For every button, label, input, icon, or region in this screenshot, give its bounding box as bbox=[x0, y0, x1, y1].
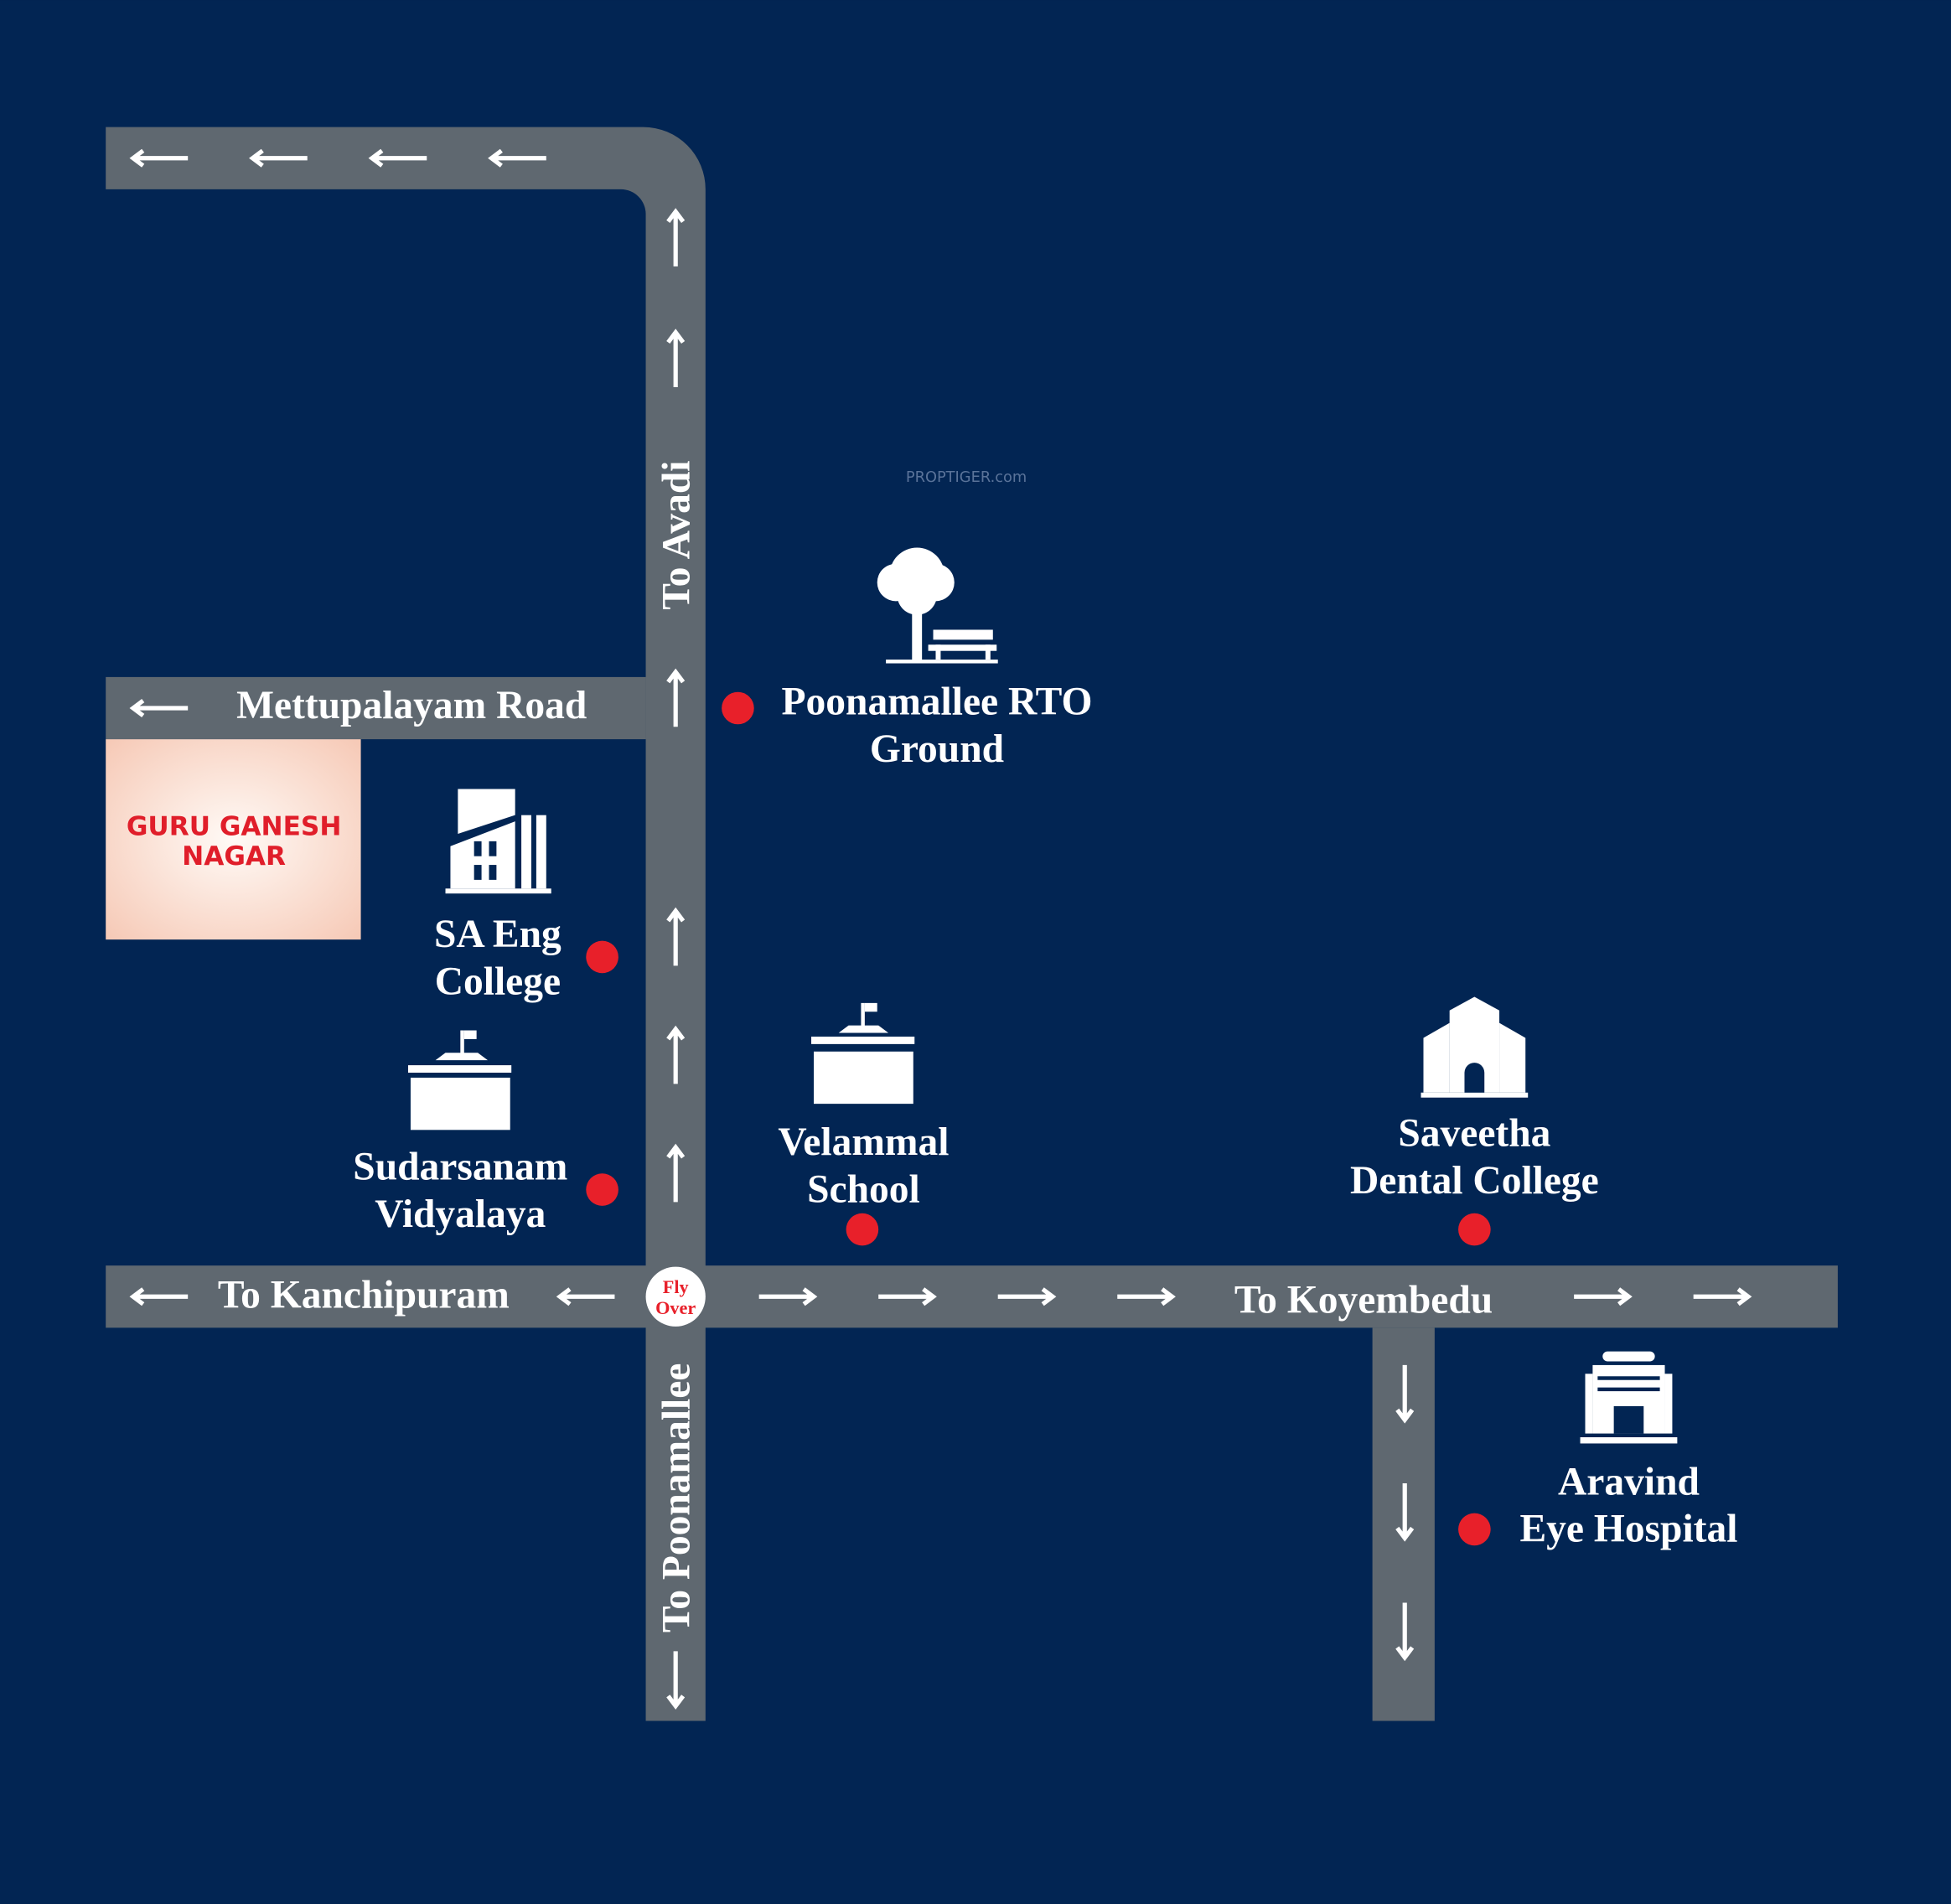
arrow-down-icon bbox=[666, 1651, 686, 1710]
arrow-left-icon bbox=[249, 148, 308, 168]
road-label-to-koyembedu: To Koyembedu bbox=[1234, 1279, 1493, 1322]
roads bbox=[106, 127, 1838, 1721]
landmark-label: Saveetha bbox=[1398, 1112, 1550, 1156]
arrow-down-icon bbox=[1395, 1482, 1415, 1542]
road-label-to-poonamallee: To Poonamallee bbox=[655, 1363, 699, 1633]
marker-sudarsanam[interactable] bbox=[586, 1173, 618, 1206]
arrow-up-icon bbox=[666, 329, 686, 387]
landmark-label: Dental College bbox=[1350, 1159, 1599, 1203]
arrow-left-icon bbox=[556, 1287, 615, 1306]
arrow-left-icon bbox=[488, 148, 546, 168]
road-main-horizontal bbox=[106, 1265, 1838, 1328]
road-label-mettupalayam: Mettupalayam Road bbox=[236, 684, 587, 727]
marker-aravind[interactable] bbox=[1458, 1513, 1491, 1546]
landmark-label: Velammal bbox=[778, 1120, 949, 1164]
arrow-right-icon bbox=[878, 1287, 937, 1306]
arrow-right-icon bbox=[997, 1287, 1057, 1306]
watermark: PROPTIGER.com bbox=[906, 468, 1027, 486]
landmark-label: School bbox=[807, 1167, 920, 1211]
landmark-label: Ground bbox=[870, 727, 1004, 771]
arrow-left-icon bbox=[129, 1287, 189, 1306]
arrow-left-icon bbox=[129, 148, 189, 168]
college-icon bbox=[1421, 996, 1529, 1098]
landmark-label: Vidyalaya bbox=[375, 1193, 546, 1236]
school-icon bbox=[407, 1030, 512, 1130]
arrow-up-icon bbox=[666, 1025, 686, 1084]
landmark-label: Sudarsanam bbox=[353, 1146, 567, 1189]
school-icon bbox=[811, 1002, 915, 1105]
arrow-down-icon bbox=[1395, 1364, 1415, 1424]
road-label-to-kanchipuram: To Kanchipuram bbox=[218, 1274, 510, 1317]
landmark-label: SA Eng bbox=[434, 913, 561, 956]
park-icon bbox=[877, 547, 998, 664]
marker-poonamallee-rto[interactable] bbox=[722, 691, 754, 725]
project-box bbox=[106, 739, 361, 940]
arrow-right-icon bbox=[1117, 1287, 1176, 1306]
marker-velammal[interactable] bbox=[846, 1213, 879, 1246]
college-building-icon bbox=[445, 789, 551, 894]
marker-sa-eng-college[interactable] bbox=[586, 940, 618, 974]
arrow-left-icon bbox=[368, 148, 427, 168]
flyover-marker: Fly Over bbox=[645, 1266, 706, 1327]
road-label-to-avadi: To Avadi bbox=[655, 460, 699, 609]
landmark-label: Eye Hospital bbox=[1519, 1508, 1737, 1551]
arrow-up-icon bbox=[666, 668, 686, 727]
project-name-line1: GURU GANESH bbox=[127, 811, 342, 841]
arrow-left-icon bbox=[129, 699, 189, 717]
arrow-right-icon bbox=[1693, 1287, 1752, 1306]
landmark-label: Poonamallee RTO bbox=[782, 680, 1093, 723]
arrow-up-icon bbox=[666, 1143, 686, 1203]
arrow-right-icon bbox=[758, 1287, 818, 1306]
project-name-line2: NAGAR bbox=[182, 841, 286, 872]
landmark-label: Aravind bbox=[1558, 1460, 1700, 1503]
arrow-up-icon bbox=[666, 208, 686, 266]
direction-arrows bbox=[129, 148, 1752, 1710]
arrow-up-icon bbox=[666, 907, 686, 966]
hospital-icon bbox=[1580, 1351, 1678, 1444]
flyover-line1: Fly bbox=[663, 1276, 689, 1297]
landmark-label: College bbox=[435, 960, 561, 1003]
marker-saveetha[interactable] bbox=[1458, 1213, 1491, 1246]
arrow-down-icon bbox=[1395, 1602, 1415, 1662]
arrow-right-icon bbox=[1574, 1287, 1633, 1306]
road-mettupalayam bbox=[106, 676, 646, 740]
flyover-line2: Over bbox=[655, 1297, 696, 1318]
